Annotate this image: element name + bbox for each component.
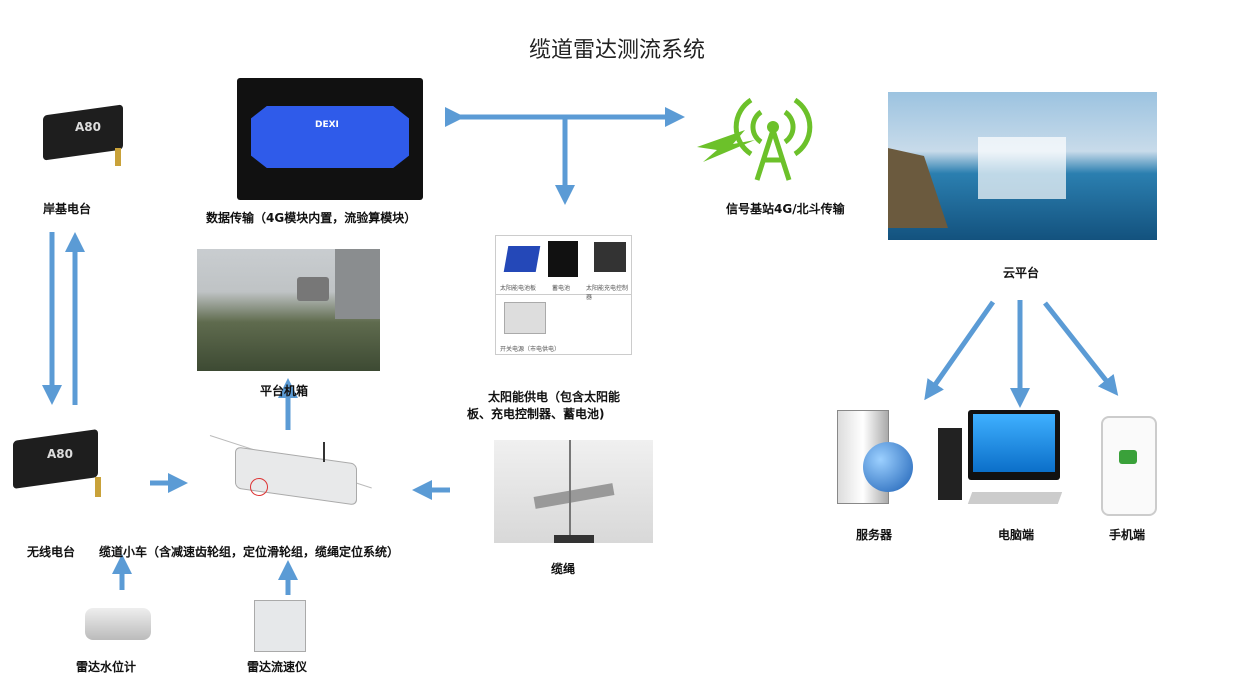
cable-car-image: [209, 430, 380, 520]
pc-label: 电脑端: [998, 528, 1035, 542]
solar-label-line1: 太阳能供电（包含太阳能: [488, 390, 621, 404]
server-label: 服务器: [856, 528, 893, 542]
cable-photo: [494, 440, 653, 543]
phone-label: 手机端: [1109, 528, 1146, 542]
wireless-radio-image: A80: [5, 425, 120, 505]
cable-car-label: 缆道小车（含减速齿轮组，定位滑轮组，缆绳定位系统）: [99, 545, 400, 559]
radar-level-image: [85, 608, 151, 640]
base-station-label: 信号基站4G/北斗传输: [726, 202, 845, 216]
cable-label: 缆绳: [551, 562, 576, 576]
platform-box-label: 平台机箱: [260, 384, 309, 398]
solar-label-line2: 板、充电控制器、蓄电池): [467, 407, 605, 421]
radar-flow-label: 雷达流速仪: [247, 660, 308, 674]
arrow-cloud-server: [924, 300, 996, 401]
signal-tower-icon: [697, 97, 813, 181]
diagram-title: 缆道雷达测流系统: [528, 38, 705, 63]
pc-icon: [938, 410, 1063, 510]
radar-flow-image: [254, 600, 306, 652]
cloud-platform-screenshot: [888, 92, 1157, 240]
cloud-label: 云平台: [1003, 266, 1040, 280]
solar-components-image: 太阳能电池板 蓄电池 太阳能充电控制器 开关电源（市电供电）: [495, 235, 632, 355]
platform-box-photo: [197, 249, 380, 371]
wireless-radio-label: 无线电台: [27, 545, 76, 559]
phone-icon: [1101, 416, 1157, 516]
arrow-cloud-phone: [1043, 301, 1119, 396]
shore-radio-label: 岸基电台: [43, 202, 92, 216]
data-transmission-device-image: DEXI: [237, 78, 423, 200]
data-transmission-label: 数据传输（4G模块内置，流验算模块）: [206, 211, 417, 225]
server-icon: [835, 410, 915, 505]
radar-level-label: 雷达水位计: [76, 660, 137, 674]
shore-radio-image: A80: [35, 100, 140, 170]
